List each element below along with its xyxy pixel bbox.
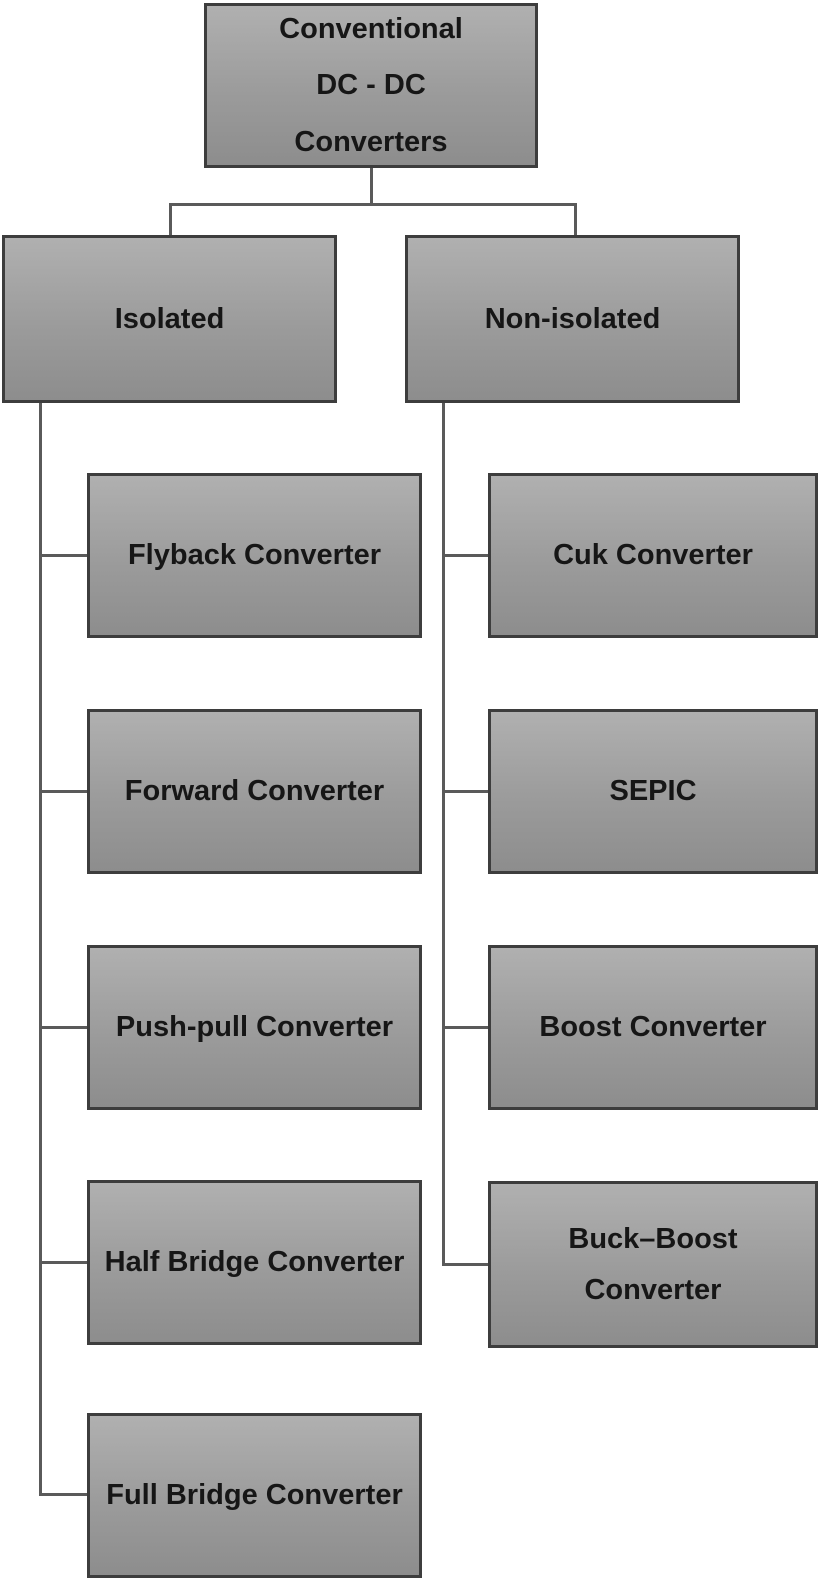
connector-nonisolated-drop xyxy=(574,203,577,235)
node-push-pull-converter: Push-pull Converter xyxy=(87,945,422,1110)
node-flyback-converter: Flyback Converter xyxy=(87,473,422,638)
node-label: Flyback Converter xyxy=(127,539,382,572)
node-conventional-dc-dc-converters: Conventional DC - DC Converters xyxy=(204,3,538,168)
node-label: Push-pull Converter xyxy=(115,1011,394,1044)
connector-stub-push-pull xyxy=(39,1026,87,1029)
node-label: Boost Converter xyxy=(539,1011,767,1044)
node-full-bridge-converter: Full Bridge Converter xyxy=(87,1413,422,1578)
node-label: Conventional DC - DC Converters xyxy=(279,12,463,158)
connector-branch-horizontal xyxy=(169,203,577,206)
node-cuk-converter: Cuk Converter xyxy=(488,473,818,638)
connector-stub-full-bridge xyxy=(39,1493,87,1496)
node-non-isolated: Non-isolated xyxy=(405,235,740,403)
connector-isolated-trunk xyxy=(39,401,42,1496)
node-label: Buck–Boost Converter xyxy=(568,1222,738,1306)
connector-stub-flyback xyxy=(39,554,87,557)
node-buck-boost-converter: Buck–Boost Converter xyxy=(488,1181,818,1348)
node-label: Isolated xyxy=(114,302,225,335)
node-sepic: SEPIC xyxy=(488,709,818,874)
connector-stub-boost xyxy=(442,1026,488,1029)
connector-stub-forward xyxy=(39,790,87,793)
connector-stub-cuk xyxy=(442,554,488,557)
node-forward-converter: Forward Converter xyxy=(87,709,422,874)
node-label: Cuk Converter xyxy=(553,539,753,572)
node-half-bridge-converter: Half Bridge Converter xyxy=(87,1180,422,1345)
connector-root-stem xyxy=(370,166,373,206)
connector-stub-half-bridge xyxy=(39,1261,87,1264)
connector-stub-buck-boost xyxy=(442,1263,488,1266)
node-boost-converter: Boost Converter xyxy=(488,945,818,1110)
node-label: Forward Converter xyxy=(124,775,385,808)
node-label: Full Bridge Converter xyxy=(106,1479,403,1512)
node-label: Half Bridge Converter xyxy=(104,1246,405,1279)
connector-stub-sepic xyxy=(442,790,488,793)
node-label: Non-isolated xyxy=(484,302,661,335)
node-isolated: Isolated xyxy=(2,235,337,403)
connector-isolated-drop xyxy=(169,203,172,235)
node-label: SEPIC xyxy=(609,775,697,808)
connector-nonisolated-trunk xyxy=(442,401,445,1266)
